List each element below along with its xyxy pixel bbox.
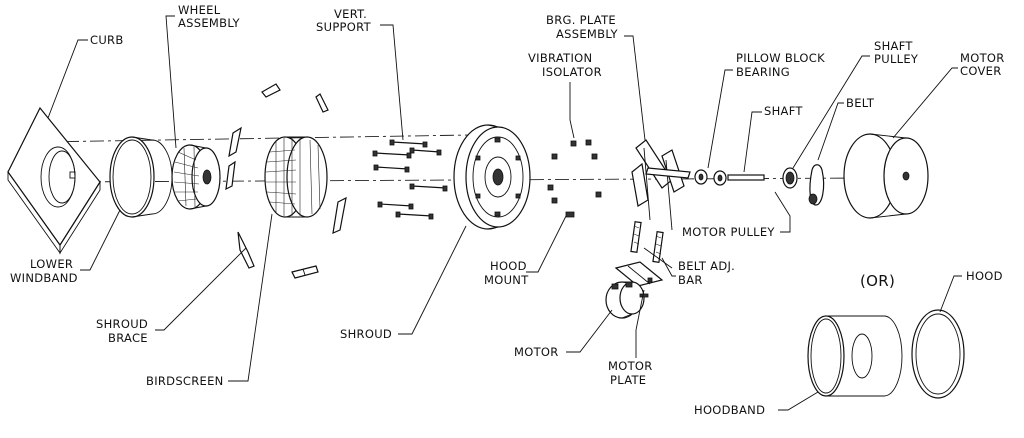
shaft-part — [727, 174, 765, 181]
part-labels: CURB WHEEL ASSEMBLY VERT. SUPPORT VIBRAT… — [10, 3, 1005, 417]
label-vibration-isolator-line2: ISOLATOR — [542, 65, 602, 79]
shroud-part — [453, 124, 531, 230]
label-vert-support-line1: VERT. — [334, 7, 367, 21]
label-belt: BELT — [846, 96, 875, 110]
label-shroud: SHROUD — [340, 327, 392, 341]
belt-part — [808, 164, 825, 206]
hood-mount-parts — [547, 184, 602, 218]
vibration-isolator-parts — [551, 139, 598, 160]
label-motor-plate-line2: PLATE — [610, 373, 646, 387]
label-hood-mount-line1: HOOD — [490, 259, 527, 273]
label-motor-cover-line2: COVER — [960, 64, 1002, 78]
lower-windband-part — [109, 136, 173, 218]
wheel-assembly-part — [171, 144, 221, 210]
motor-plate-part — [614, 261, 664, 287]
label-wheel-assembly-line1: WHEEL — [178, 3, 221, 17]
label-brg-plate-assembly-line2: ASSEMBLY — [556, 27, 619, 41]
label-motor-plate-line1: MOTOR — [608, 359, 653, 373]
shroud-brace-parts — [225, 83, 347, 279]
label-hoodband: HOODBAND — [694, 403, 765, 417]
label-or: (OR) — [860, 272, 895, 290]
label-shaft: SHAFT — [764, 104, 803, 118]
label-lower-windband-line1: LOWER — [30, 257, 73, 271]
pillow-block-bearing-part — [694, 169, 727, 186]
label-vert-support-line2: SUPPORT — [316, 20, 372, 34]
curb-part — [7, 106, 101, 255]
belt-adjustment-bars — [630, 221, 664, 263]
birdscreen-part — [264, 136, 328, 218]
label-birdscreen: BIRDSCREEN — [146, 374, 224, 388]
label-motor-pulley: MOTOR PULLEY — [682, 225, 775, 239]
bearing-plate-assembly-part — [631, 139, 691, 231]
label-pillow-block-line2: BEARING — [736, 65, 790, 79]
leader-lines — [47, 15, 962, 411]
hood-part — [911, 309, 965, 399]
label-motor-cover-line1: MOTOR — [960, 51, 1005, 65]
label-shaft-pulley-line2: PULLEY — [874, 52, 919, 66]
motor-cover-part — [843, 133, 929, 219]
label-belt-adj-bar-line2: BAR — [678, 273, 703, 287]
label-wheel-assembly-line2: ASSEMBLY — [178, 16, 241, 30]
label-hood-mount-line2: MOUNT — [484, 273, 529, 287]
label-hood: HOOD — [966, 269, 1003, 283]
shaft-pulley-part — [782, 167, 798, 189]
label-brg-plate-assembly-line1: BRG. PLATE — [546, 13, 616, 27]
vertical-support-parts — [372, 139, 448, 220]
label-motor: MOTOR — [514, 345, 559, 359]
label-shroud-brace-line2: BRACE — [108, 331, 148, 345]
label-curb: CURB — [90, 33, 124, 47]
label-lower-windband-line2: WINDBAND — [10, 271, 78, 285]
label-pillow-block-line1: PILLOW BLOCK — [736, 51, 825, 65]
motor-part — [605, 281, 649, 319]
label-shroud-brace-line1: SHROUD — [96, 317, 148, 331]
label-belt-adj-bar-line1: BELT ADJ. — [678, 259, 735, 273]
label-vibration-isolator-line1: VIBRATION — [528, 51, 592, 65]
label-shaft-pulley-line1: SHAFT — [874, 39, 913, 53]
hoodband-part — [807, 315, 903, 397]
